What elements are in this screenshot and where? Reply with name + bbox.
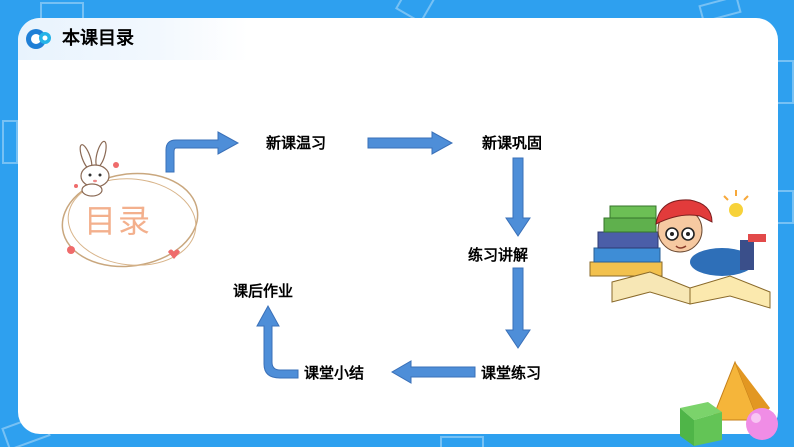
arrow-down-1: [505, 157, 531, 237]
decor-shape: [2, 120, 18, 164]
step-class-summary: 课堂小结: [304, 364, 365, 382]
step-new-lesson-consolidation: 新课巩固: [482, 134, 543, 152]
catalog-badge-text: 目录: [84, 202, 153, 240]
catalog-badge: [61, 172, 199, 268]
arrow-left-1: [391, 360, 476, 384]
boy-reading-illustration: [589, 190, 771, 309]
bunny-illustration: [74, 140, 119, 197]
arrow-right-1: [367, 131, 454, 155]
header-bar: 本课目录: [18, 18, 248, 60]
arrow-down-2: [505, 267, 531, 349]
arrow-start: [165, 131, 240, 173]
arrow-up-bent: [256, 304, 299, 379]
step-exercise-explanation: 练习讲解: [468, 246, 529, 264]
step-class-exercise: 课堂练习: [481, 364, 542, 382]
geometric-shapes-illustration: [680, 360, 778, 446]
page-title: 本课目录: [62, 28, 134, 49]
step-new-lesson-review: 新课温习: [266, 134, 327, 152]
step-homework: 课后作业: [233, 282, 294, 300]
logo-icon: [26, 29, 51, 49]
decor-shape: [440, 436, 484, 447]
